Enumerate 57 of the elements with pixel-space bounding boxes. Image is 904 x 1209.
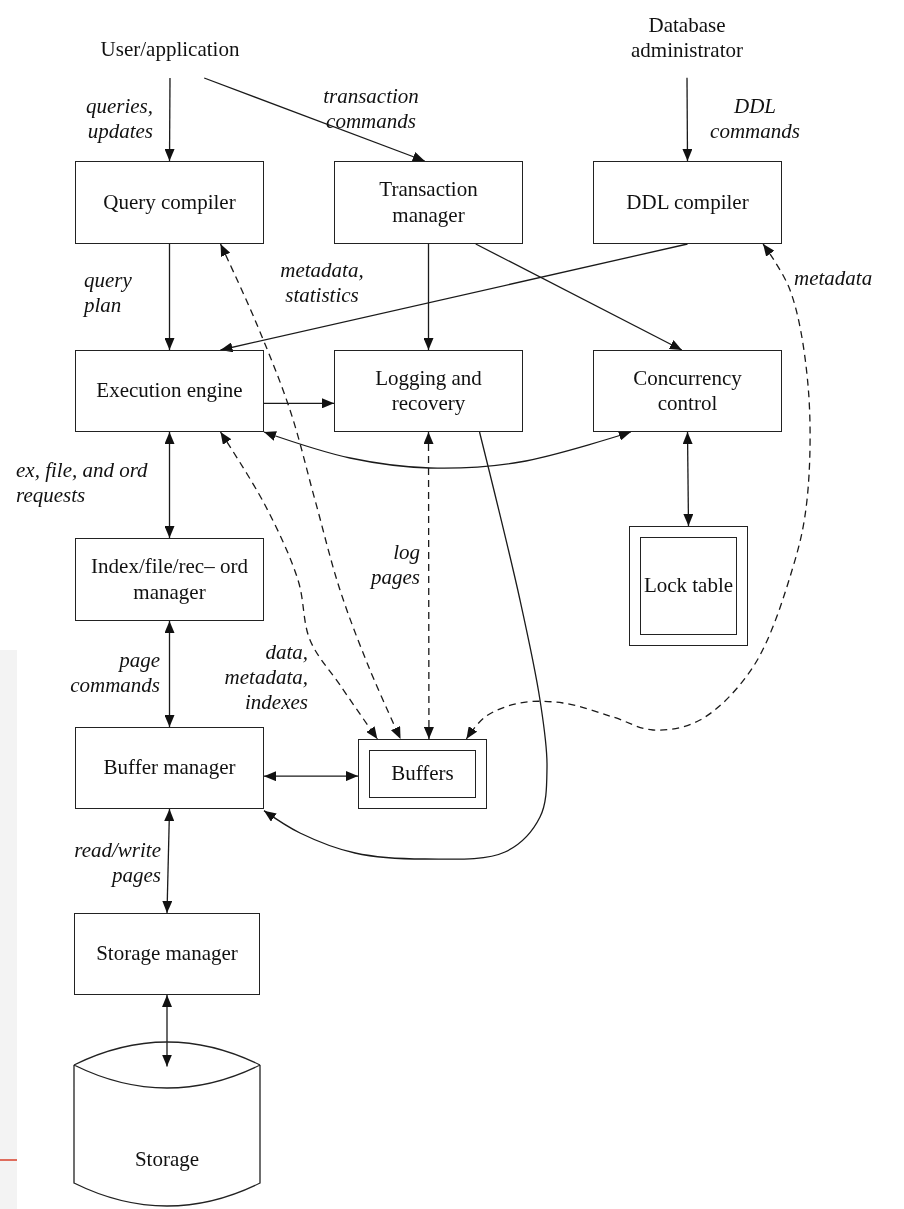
storage-cylinder — [74, 1042, 260, 1206]
process-box — [74, 913, 260, 995]
box-label: Lock table — [643, 573, 734, 599]
box-label: Storage — [134, 1146, 200, 1172]
dashed-arrow — [465, 243, 811, 740]
dashed-arrow — [219, 243, 402, 740]
arrow — [423, 243, 434, 351]
edge-label: log pages — [369, 540, 420, 591]
arrow — [263, 398, 335, 409]
edge-label: metadata — [794, 266, 874, 292]
arrow — [682, 77, 693, 162]
box-label: Buffers — [391, 761, 454, 787]
edge-label: page commands — [69, 648, 160, 699]
edge-label: query plan — [84, 268, 133, 319]
box-label: Storage manager — [96, 941, 238, 967]
dashed-arrow — [219, 431, 378, 740]
box-label: Transaction manager — [378, 177, 479, 228]
arrow — [203, 77, 426, 162]
arrow — [164, 243, 175, 351]
arrow — [219, 243, 689, 353]
double-border-box — [358, 739, 487, 809]
edge-label: read/write pages — [73, 838, 161, 889]
edge-label: transaction commands — [322, 84, 420, 135]
process-box — [593, 350, 782, 432]
edge-label: ex, file, and ord requests — [16, 458, 149, 509]
arrow — [682, 431, 694, 527]
process-box — [334, 350, 523, 432]
arrow — [263, 430, 632, 469]
arrow — [164, 77, 175, 162]
actor-label: User/application — [100, 37, 240, 63]
double-border-box — [629, 526, 748, 646]
dashed-arrow — [423, 431, 434, 740]
arrow — [164, 431, 175, 539]
actor-label: Database administrator — [630, 12, 744, 64]
box-label: Execution engine — [96, 378, 243, 404]
box-label: Concurrency control — [632, 365, 743, 417]
edge-label: metadata, statistics — [279, 258, 365, 309]
process-box — [334, 161, 523, 244]
box-label: DDL compiler — [626, 189, 749, 216]
edge-label: queries, updates — [84, 94, 153, 145]
arrow — [475, 243, 683, 351]
process-box — [75, 161, 264, 244]
arrow — [263, 771, 359, 782]
arrow — [164, 620, 175, 728]
process-box — [75, 538, 264, 621]
box-label: Buffer manager — [103, 755, 236, 781]
arrow — [263, 431, 548, 860]
box-label: Index/file/rec– ord manager — [90, 554, 249, 605]
edge-label: data, metadata, indexes — [223, 640, 308, 716]
box-label: Query compiler — [103, 189, 236, 216]
process-box — [75, 727, 264, 809]
arrow — [162, 994, 172, 1068]
process-box — [75, 350, 264, 432]
box-label: Logging and recovery — [374, 365, 483, 417]
process-box — [593, 161, 782, 244]
arrow — [162, 808, 175, 914]
edge-label: DDL commands — [709, 94, 801, 145]
